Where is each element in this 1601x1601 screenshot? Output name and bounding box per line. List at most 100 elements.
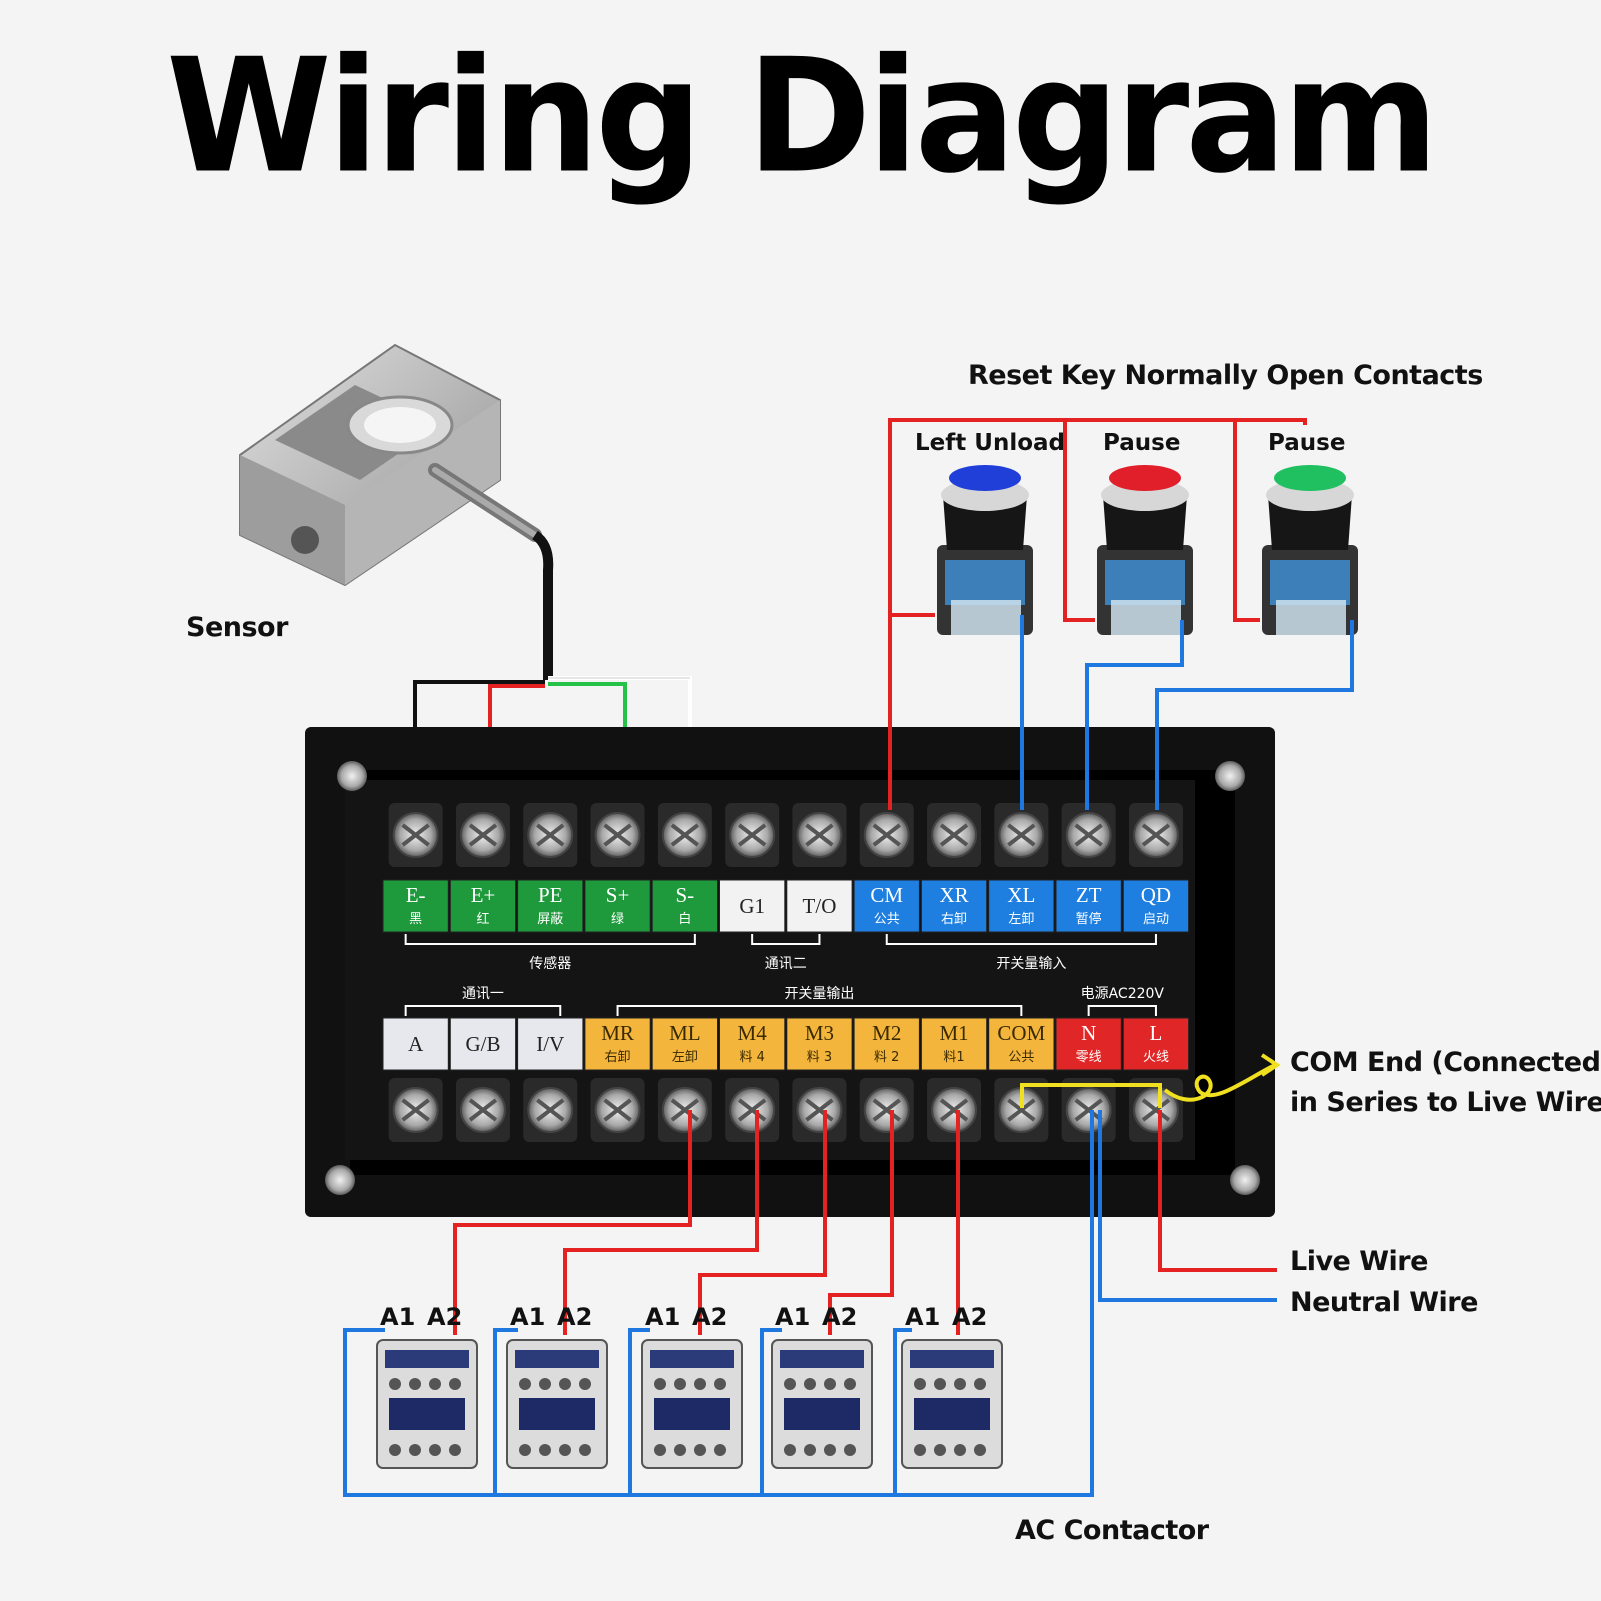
group-label-power: 电源AC220V [1081,986,1165,1002]
button-cap-icon [949,465,1021,491]
terminal-code: M4 [738,1021,768,1045]
pin-a2-label: A2 [822,1303,857,1331]
bottom-terminal-m2: M2料 2 [853,1017,920,1071]
com-series-link [1020,1053,1281,1108]
top-terminal-xr: XR 右卸 [920,879,988,933]
terminal-zh-label: 左卸 [672,1049,698,1065]
terminal-zh-label: 黑 [409,912,422,927]
terminal-screw-icon [1061,803,1116,867]
terminal-screw-icon [927,803,982,867]
bottom-terminal-n: N 零线 [1055,1017,1122,1071]
bottom-terminal-m4: M4料 4 [719,1017,786,1071]
terminal-zh-label: 料 2 [874,1050,899,1065]
left-unload-label: Left Unload [915,430,1065,456]
com-end-label-line1: COM End (Connected [1290,1047,1601,1078]
top-terminal-s: S- 白 [651,879,719,933]
terminal-code: G/B [465,1032,500,1056]
terminal-code: COM [997,1021,1045,1045]
pause-red-label: Pause [1103,430,1181,456]
ac-contactor-label: AC Contactor [1015,1515,1209,1546]
pin-a1-label: A1 [775,1303,810,1331]
terminal-screw-icon [523,803,578,867]
pin-a1-label: A1 [380,1303,415,1331]
terminal-screw-icon [927,1078,982,1142]
top-terminal-to: T/O [786,879,853,933]
terminal-code: PE [538,883,563,907]
pause-red-button [1097,465,1193,635]
terminal-zh-label: 公共 [874,912,900,927]
ac-contactor-3: A1 A2 [641,1303,743,1469]
terminal-zh-label: 零线 [1076,1050,1102,1065]
terminal-screw-icon [725,1078,780,1142]
terminal-code: E+ [471,883,496,907]
terminal-screw-icon [455,1078,510,1142]
terminal-code: E- [406,883,426,907]
pin-a1-label: A1 [510,1303,545,1331]
terminal-code: S- [676,883,695,907]
terminal-code: XR [939,883,968,907]
terminal-zh-label: 右卸 [941,911,967,927]
terminal-screw-icon [455,803,510,867]
terminal-screw-icon [792,803,847,867]
sensor-label: Sensor [186,612,288,643]
terminal-screw-icon [859,803,914,867]
terminal-zh-label: 暂停 [1076,911,1102,927]
terminal-screw-icon [725,803,780,867]
group-bracket [1087,1005,1157,1016]
top-terminal-s: S+ 绿 [584,879,651,933]
pin-a2-label: A2 [952,1303,987,1331]
reset-key-label: Reset Key Normally Open Contacts [968,360,1483,391]
group-bracket [616,1005,1023,1016]
terminal-screw-icon [994,803,1049,867]
bottom-terminal-iv: I/V [517,1017,584,1071]
terminal-screw-icon [859,1078,914,1142]
terminal-screw-icon [1128,803,1183,867]
terminal-screw-icon [657,1078,712,1142]
pin-a1-label: A1 [645,1303,680,1331]
left-unload-button [937,465,1033,635]
terminal-code: T/O [803,894,837,918]
terminal-screw-icon [590,803,645,867]
terminal-zh-label: 绿 [611,912,624,927]
terminal-screw-icon [792,1078,847,1142]
terminal-code: N [1081,1021,1096,1045]
com-end-label-line2: in Series to Live Wire) [1290,1087,1601,1118]
terminal-zh-label: 屏蔽 [537,912,563,927]
terminal-code: I/V [536,1032,564,1056]
group-label-switch-out: 开关量输出 [784,986,854,1002]
terminal-code: ML [669,1021,701,1045]
group-label-comm2: 通讯二 [765,956,807,972]
terminal-screw-icon [388,1078,443,1142]
ac-contactor-4: A1 A2 [771,1303,873,1469]
terminal-zh-label: 白 [678,911,691,927]
pin-a1-label: A1 [905,1303,940,1331]
terminal-code: A [408,1032,424,1056]
pin-a2-label: A2 [427,1303,462,1331]
top-terminal-g1: G1 [719,879,786,933]
group-label-sensor: 传感器 [529,955,571,972]
terminal-code: MR [601,1021,634,1045]
ac-contactor-5: A1 A2 [901,1303,1003,1469]
pause-green-button [1262,465,1358,635]
terminal-code: L [1150,1021,1163,1045]
pause-green-label: Pause [1268,430,1346,456]
pin-a2-label: A2 [692,1303,727,1331]
bottom-terminal-gb: G/B [449,1017,517,1071]
ac-contactor-1: A1 A2 [376,1303,478,1469]
terminal-zh-label: 左卸 [1008,911,1034,927]
terminal-code: S+ [606,883,630,907]
terminal-code: M2 [872,1021,901,1045]
terminal-code: QD [1141,883,1171,907]
terminal-zh-label: 启动 [1143,912,1169,927]
group-bracket [404,934,696,945]
terminal-zh-label: 右卸 [605,1049,631,1065]
group-bracket [404,1005,562,1016]
